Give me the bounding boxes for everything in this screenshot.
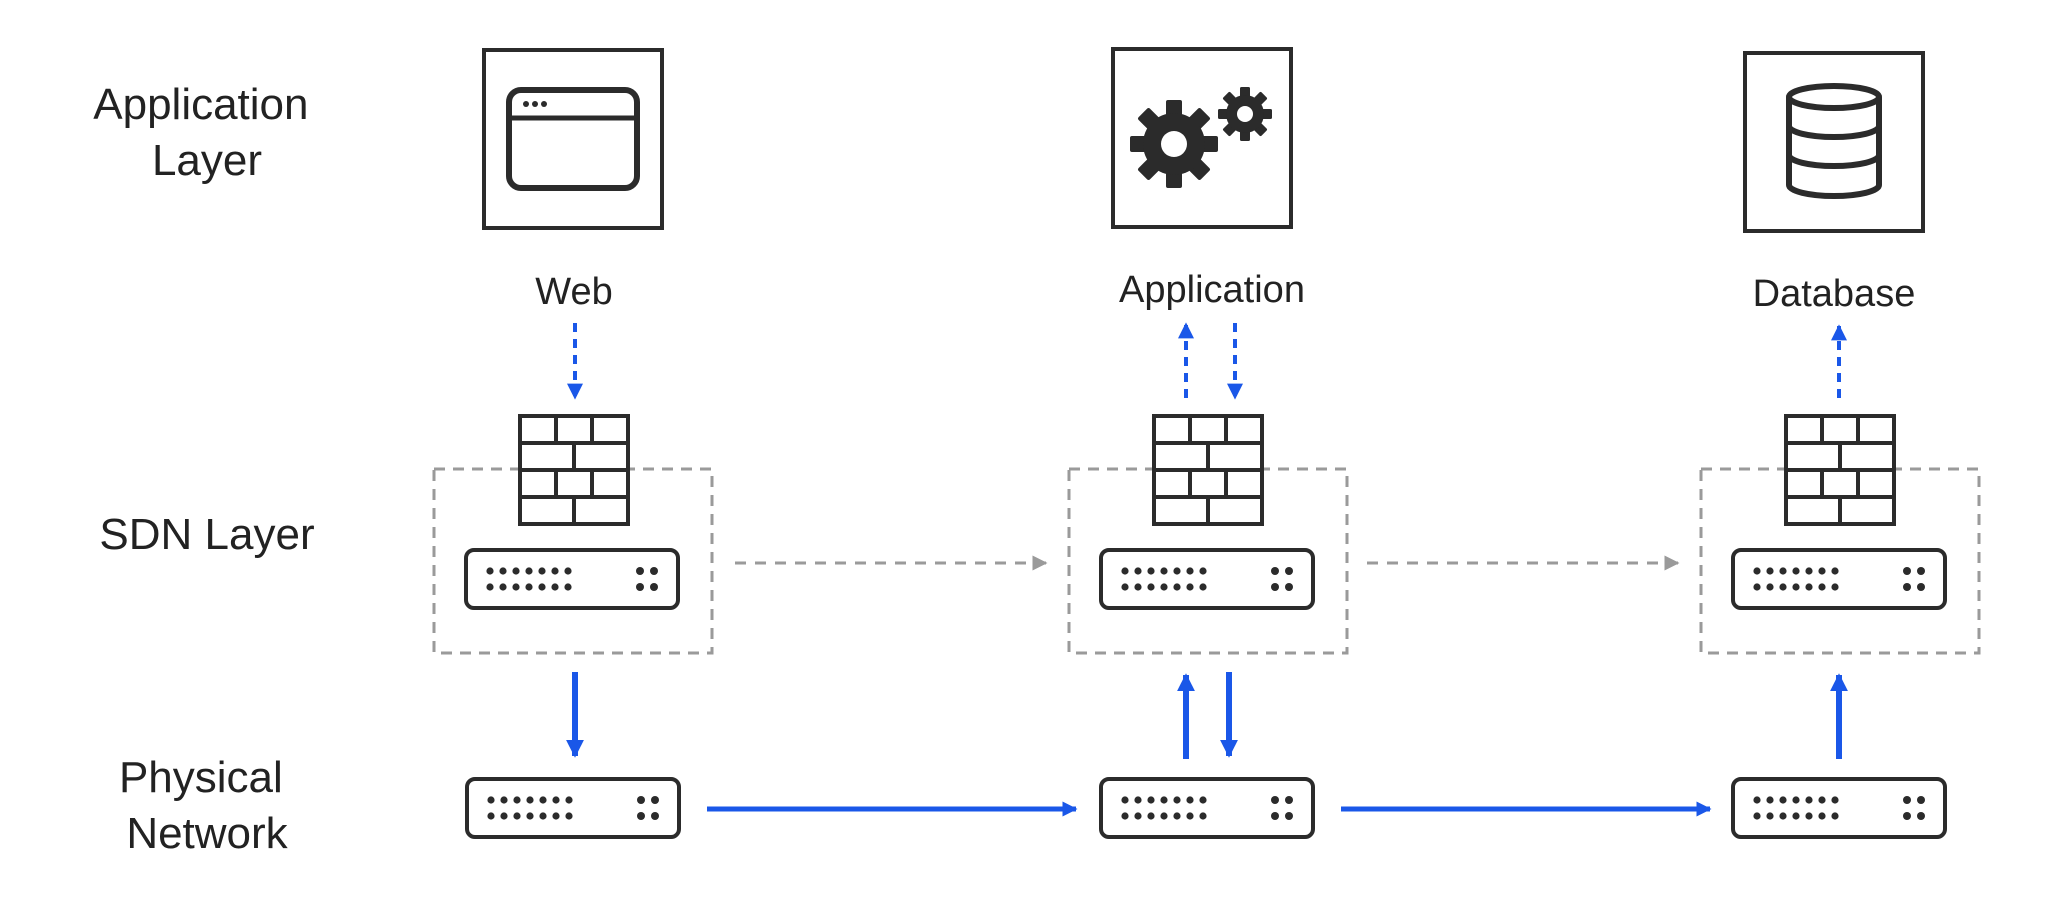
application-tier-icon-box <box>1111 47 1293 229</box>
physical-network-label: Physical Network <box>119 753 295 858</box>
application-layer-label-line1: Application <box>93 80 308 129</box>
application-physical-switch-icon <box>1099 777 1315 839</box>
database-firewall-icon <box>1784 414 1896 526</box>
application-tier-label: Application <box>1119 269 1305 311</box>
database-virtual-switch-icon <box>1731 548 1947 610</box>
application-layer-label: Application Layer <box>93 80 321 185</box>
web-virtual-switch-icon <box>464 548 680 610</box>
sdn-layer-label: SDN Layer <box>99 510 314 559</box>
database-physical-switch-icon <box>1731 777 1947 839</box>
physical-network-label-line2: Network <box>126 809 288 858</box>
database-tier-label: Database <box>1753 273 1916 315</box>
web-tier-icon-box <box>482 48 664 230</box>
web-tier-label: Web <box>535 271 612 313</box>
browser-window-icon <box>506 87 640 191</box>
application-firewall-icon <box>1152 414 1264 526</box>
database-icon <box>1786 83 1882 199</box>
web-physical-switch-icon <box>465 777 681 839</box>
web-firewall-icon <box>518 414 630 526</box>
application-virtual-switch-icon <box>1099 548 1315 610</box>
application-layer-label-line2: Layer <box>152 136 262 185</box>
physical-network-label-line1: Physical <box>119 753 283 802</box>
database-tier-icon-box <box>1743 51 1925 233</box>
